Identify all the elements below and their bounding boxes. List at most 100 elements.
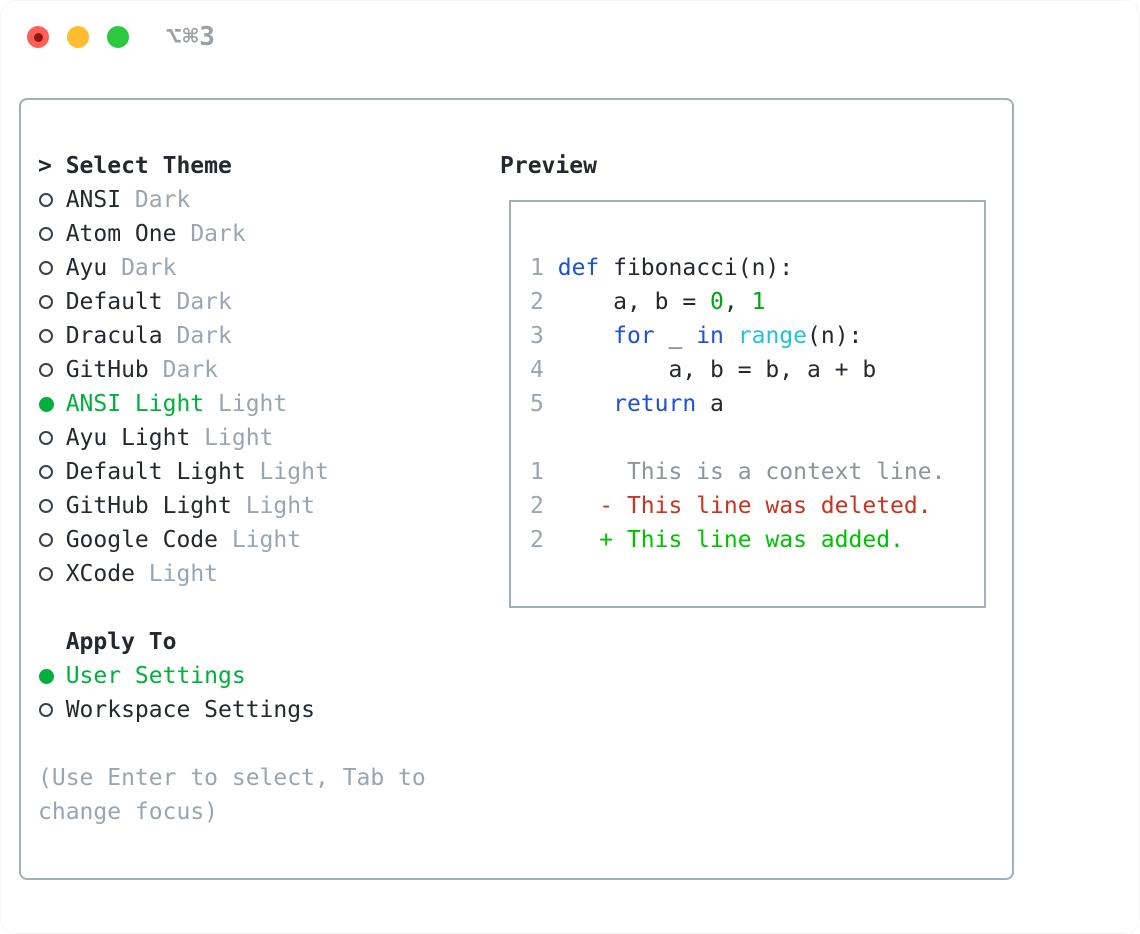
theme-option-github-light[interactable]: GitHub Light Light — [38, 489, 478, 523]
code-line: 4 a, b = b, a + b — [530, 353, 984, 387]
code-token-fg: a — [696, 391, 724, 417]
radio-icon — [39, 363, 53, 377]
theme-name: Default Light — [65, 459, 246, 485]
diff-line: 2 - This line was deleted. — [530, 489, 984, 523]
zoom-button[interactable] — [107, 26, 129, 48]
theme-variant: Dark — [176, 221, 246, 247]
theme-variant: Light — [190, 425, 274, 451]
apply-option-workspace-settings[interactable]: Workspace Settings — [38, 693, 478, 727]
select-theme-title: Select Theme — [65, 153, 232, 179]
code-token-kw: return — [613, 391, 697, 417]
theme-name: Google Code — [65, 527, 219, 553]
radio-selected-icon — [39, 396, 54, 412]
window-titlebar: ⌥⌘3 — [0, 0, 1140, 74]
radio-icon — [39, 567, 53, 581]
theme-name: Dracula — [65, 323, 163, 349]
line-number: 4 — [530, 357, 544, 383]
theme-variant: Dark — [148, 357, 219, 383]
radio-icon — [39, 533, 53, 547]
theme-name: ANSI Light — [65, 391, 205, 417]
theme-option-ayu[interactable]: Ayu Dark — [38, 251, 478, 285]
code-token-fg — [544, 255, 558, 281]
cursor-icon: > — [38, 153, 52, 179]
theme-option-xcode[interactable]: XCode Light — [38, 557, 478, 591]
line-number: 2 — [530, 527, 544, 553]
theme-option-google-code[interactable]: Google Code Light — [38, 523, 478, 557]
line-number: 2 — [530, 493, 544, 519]
theme-variant: Light — [134, 561, 219, 587]
code-token-fg — [544, 493, 599, 519]
theme-variant: Light — [245, 459, 329, 485]
theme-variant: Light — [231, 493, 315, 519]
radio-icon — [39, 261, 53, 275]
theme-name: Ayu — [65, 255, 108, 281]
theme-option-default[interactable]: Default Dark — [38, 285, 478, 319]
theme-variant: Light — [218, 527, 302, 553]
select-theme-header: > Select Theme — [38, 149, 478, 183]
code-token-kw: for — [613, 323, 655, 349]
code-token-fg — [544, 391, 613, 417]
radio-icon — [39, 431, 53, 445]
code-token-fg: _ — [654, 323, 697, 349]
theme-option-default-light[interactable]: Default Light Light — [38, 455, 478, 489]
line-number: 1 — [530, 255, 544, 281]
minimize-button[interactable] — [67, 26, 89, 48]
apply-option-label: Workspace Settings — [65, 697, 315, 723]
diff-sample: 1 This is a context line.2 - This line w… — [530, 455, 984, 557]
code-token-fg: (n): — [807, 323, 863, 349]
apply-option-label: User Settings — [65, 663, 246, 689]
code-token-kw: def — [557, 255, 600, 281]
code-token-fg: a, b = b, a + b — [543, 357, 877, 383]
keyboard-hint: (Use Enter to select, Tab to change focu… — [38, 765, 426, 825]
code-token-fg: , — [723, 289, 752, 315]
code-line: 1 def fibonacci(n): — [530, 251, 984, 285]
code-token-kw: in — [696, 323, 724, 349]
theme-option-dracula[interactable]: Dracula Dark — [38, 319, 478, 353]
code-line: 3 for _ in range(n): — [530, 319, 984, 353]
close-button[interactable] — [27, 26, 49, 48]
line-number: 5 — [530, 391, 544, 417]
spacer — [530, 421, 984, 455]
theme-name: Default — [65, 289, 163, 315]
code-token-fg: fibonacci(n): — [599, 255, 794, 281]
code-token-num: 0 — [710, 289, 724, 315]
theme-variant: Dark — [162, 323, 232, 349]
radio-icon — [39, 499, 53, 513]
theme-name: Ayu Light — [65, 425, 191, 451]
theme-variant: Dark — [162, 289, 232, 315]
code-token-fg — [724, 323, 738, 349]
code-line: 5 return a — [530, 387, 984, 421]
radio-icon — [39, 465, 53, 479]
radio-icon — [39, 295, 53, 309]
window-title: ⌥⌘3 — [166, 22, 216, 52]
apply-option-user-settings[interactable]: User Settings — [38, 659, 478, 693]
theme-option-github[interactable]: GitHub Dark — [38, 353, 478, 387]
code-token-fg — [544, 323, 613, 349]
theme-option-ansi-light[interactable]: ANSI Light Light — [38, 387, 478, 421]
theme-option-atom-one[interactable]: Atom One Dark — [38, 217, 478, 251]
radio-selected-icon — [39, 668, 54, 684]
code-token-fg: a, b = — [543, 289, 711, 315]
theme-option-ansi[interactable]: ANSI Dark — [38, 183, 478, 217]
preview-title: Preview — [500, 153, 597, 179]
theme-option-ayu-light[interactable]: Ayu Light Light — [38, 421, 478, 455]
apply-to-title: Apply To — [65, 629, 177, 655]
code-line: 2 a, b = 0, 1 — [530, 285, 984, 319]
radio-icon — [39, 227, 53, 241]
theme-name: ANSI — [65, 187, 122, 213]
diff-line: 2 + This line was added. — [530, 523, 984, 557]
theme-variant: Dark — [121, 187, 191, 213]
code-token-builtin: range — [737, 323, 808, 349]
line-number: 2 — [530, 289, 544, 315]
line-number: 1 — [530, 459, 544, 485]
spacer — [38, 591, 478, 625]
code-token-del: - This line was deleted. — [599, 493, 932, 519]
radio-icon — [39, 703, 53, 717]
